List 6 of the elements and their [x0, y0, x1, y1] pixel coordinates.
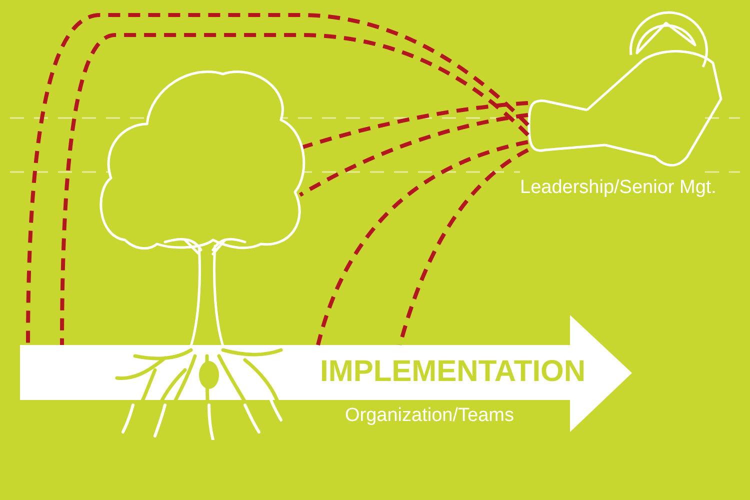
arrow-subtitle: Organization/Teams	[345, 405, 514, 427]
spray-line	[299, 113, 528, 197]
arrow-title: IMPLEMENTATION	[320, 355, 586, 389]
spray-line	[398, 148, 529, 346]
spray-line	[316, 140, 528, 346]
caption-text: Leadership/Senior Mgt.	[520, 177, 716, 199]
